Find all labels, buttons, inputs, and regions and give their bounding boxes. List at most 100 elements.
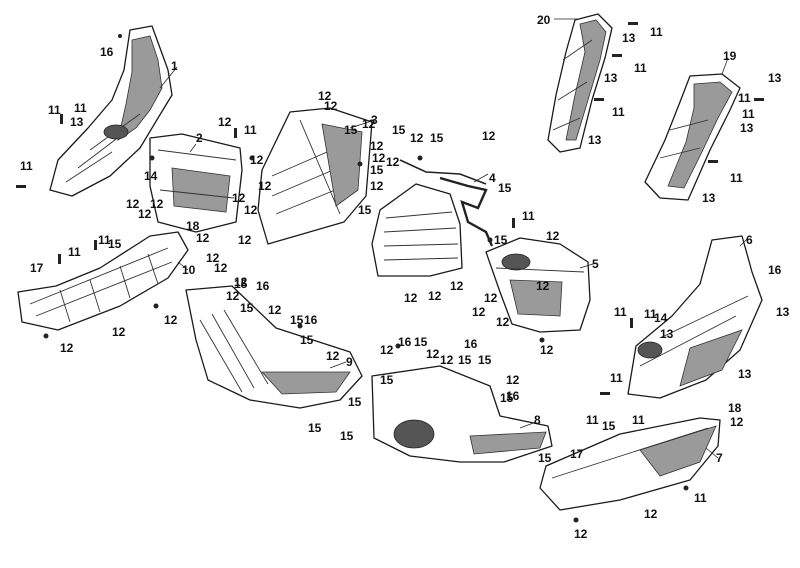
callout-15: 15 — [458, 353, 472, 367]
callout-13: 13 — [740, 121, 754, 135]
callout-16: 16 — [256, 279, 270, 293]
callout-12: 12 — [482, 129, 496, 143]
callout-14: 14 — [654, 311, 668, 325]
callout-6: 6 — [746, 233, 753, 247]
callout-12: 12 — [318, 89, 332, 103]
callout-11: 11 — [644, 307, 657, 321]
callout-12: 12 — [370, 139, 384, 153]
callout-8: 8 — [534, 413, 541, 427]
callout-16: 16 — [464, 337, 478, 351]
callout-11: 11 — [244, 123, 257, 137]
callout-3: 3 — [371, 113, 378, 127]
callout-13: 13 — [702, 191, 716, 205]
callout-17: 17 — [30, 261, 44, 275]
callout-12: 12 — [238, 233, 252, 247]
callout-12: 12 — [250, 153, 264, 167]
callout-7: 7 — [716, 451, 723, 465]
callout-12: 12 — [370, 179, 384, 193]
callout-10: 10 — [182, 263, 196, 277]
callout-15: 15 — [348, 395, 362, 409]
callout-11: 11 — [586, 413, 599, 427]
callout-11: 11 — [742, 107, 755, 121]
callout-16: 16 — [304, 313, 318, 327]
leader-lines — [159, 18, 749, 459]
callout-11: 11 — [98, 233, 111, 247]
callout-12: 12 — [404, 291, 418, 305]
callout-11: 11 — [610, 371, 623, 385]
callout-17: 17 — [570, 447, 584, 461]
callout-12: 12 — [730, 415, 744, 429]
callout-13: 13 — [776, 305, 790, 319]
callout-12: 12 — [372, 151, 386, 165]
callout-12: 12 — [60, 341, 74, 355]
callout-16: 16 — [768, 263, 782, 277]
callout-15: 15 — [240, 301, 254, 315]
callout-12: 12 — [428, 289, 442, 303]
part-4-bracket-rod — [399, 159, 494, 247]
callout-16: 16 — [398, 335, 412, 349]
callout-12: 12 — [426, 347, 440, 361]
callout-13: 13 — [622, 31, 636, 45]
callout-12: 12 — [380, 343, 394, 357]
part-1-left-side-panel — [49, 25, 173, 197]
callout-12: 12 — [234, 275, 248, 289]
part-8-center-floorboard — [371, 365, 553, 463]
callout-16: 16 — [506, 389, 520, 403]
callout-11: 11 — [738, 91, 751, 105]
callout-15: 15 — [300, 333, 314, 347]
callout-12: 12 — [410, 131, 424, 145]
callout-12: 12 — [206, 251, 220, 265]
callout-12: 12 — [126, 197, 140, 211]
callout-15: 15 — [234, 277, 248, 291]
callout-4: 4 — [489, 171, 496, 185]
part-10-left-footwell-rail — [17, 231, 189, 331]
callout-13: 13 — [738, 367, 752, 381]
part-3-seat-base-shell — [257, 107, 373, 245]
callout-12: 12 — [218, 115, 232, 129]
callout-12: 12 — [324, 99, 338, 113]
callout-18: 18 — [186, 219, 200, 233]
fastener-markers — [16, 22, 764, 523]
callout-12: 12 — [472, 305, 486, 319]
callout-14: 14 — [144, 169, 158, 183]
callout-15: 15 — [494, 233, 508, 247]
callout-12: 12 — [258, 179, 272, 193]
callout-12: 12 — [484, 291, 498, 305]
callout-13: 13 — [604, 71, 618, 85]
callout-labels: 20 19 1 2 3 4 5 6 7 8 9 10 14 14 16 16 1… — [20, 13, 790, 541]
callout-15: 15 — [358, 203, 372, 217]
callout-12: 12 — [232, 191, 246, 205]
part-2-center-box-panel — [149, 133, 243, 233]
callout-12: 12 — [244, 203, 258, 217]
callout-12: 12 — [112, 325, 126, 339]
callout-11: 11 — [614, 305, 627, 319]
callout-15: 15 — [430, 131, 444, 145]
callout-15: 15 — [414, 335, 428, 349]
callout-12: 12 — [362, 117, 376, 131]
callout-12: 12 — [546, 229, 560, 243]
callout-12: 12 — [326, 349, 340, 363]
callout-11: 11 — [68, 245, 81, 259]
callout-15: 15 — [340, 429, 354, 443]
callout-12: 12 — [440, 353, 454, 367]
callout-12: 12 — [506, 373, 520, 387]
callout-12: 12 — [644, 507, 658, 521]
callout-12: 12 — [496, 315, 510, 329]
part-20-rear-fender-right — [547, 13, 613, 153]
callout-2: 2 — [196, 131, 203, 145]
callout-19: 19 — [723, 49, 737, 63]
callout-15: 15 — [392, 123, 406, 137]
callout-9: 9 — [346, 355, 353, 369]
part-6-right-side-panel — [627, 235, 763, 399]
callout-12: 12 — [196, 231, 210, 245]
callout-12: 12 — [214, 261, 228, 275]
callout-11: 11 — [650, 25, 663, 39]
callout-11: 11 — [634, 61, 647, 75]
callout-13: 13 — [70, 115, 84, 129]
callout-5: 5 — [592, 257, 599, 271]
callout-1: 1 — [171, 59, 178, 73]
callout-15: 15 — [602, 419, 616, 433]
callout-15: 15 — [290, 313, 304, 327]
